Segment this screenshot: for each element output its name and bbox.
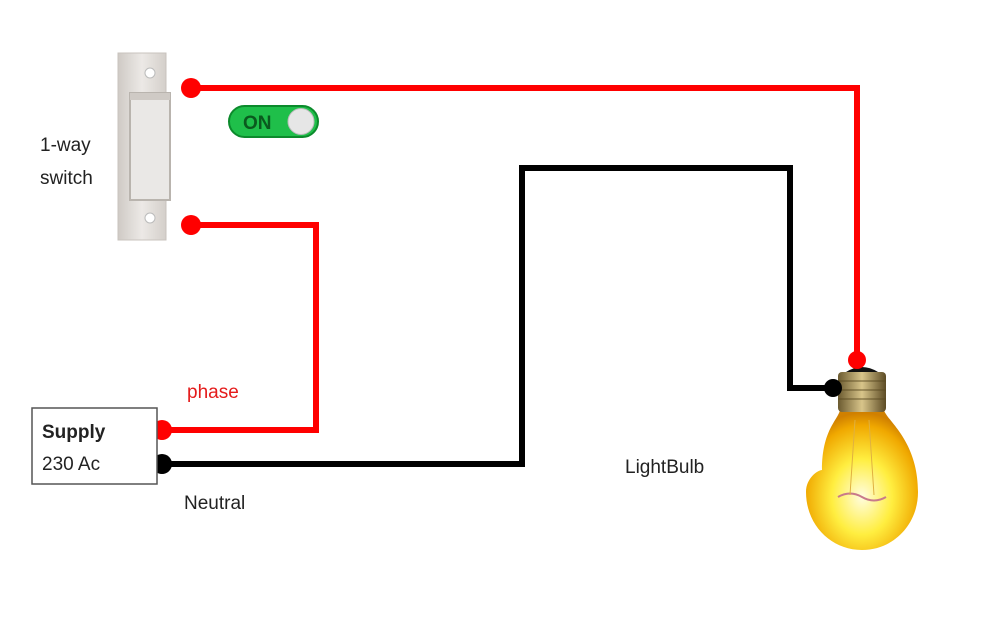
neutral-label: Neutral: [184, 493, 245, 514]
phase-wire-supply: [162, 222, 319, 433]
toggle-label: ON: [243, 113, 272, 134]
bulb-phase-terminal: [848, 351, 866, 369]
neutral-wire: [162, 165, 832, 467]
bulb-neutral-terminal: [824, 379, 842, 397]
supply-title: Supply: [42, 422, 106, 443]
switch-terminal-bottom: [181, 215, 201, 235]
on-toggle[interactable]: ON: [228, 105, 319, 138]
light-bulb-icon: [806, 367, 918, 550]
phase-wire-top: [191, 85, 860, 360]
supply-value: 230 Ac: [42, 454, 100, 475]
one-way-switch[interactable]: [117, 52, 171, 241]
switch-terminal-top: [181, 78, 201, 98]
switch-label-line1: 1-way: [40, 135, 91, 156]
switch-label-line2: switch: [40, 168, 93, 189]
phase-label: phase: [187, 382, 239, 403]
supply-box: Supply 230 Ac: [31, 407, 158, 485]
lightbulb-label: LightBulb: [625, 457, 704, 478]
